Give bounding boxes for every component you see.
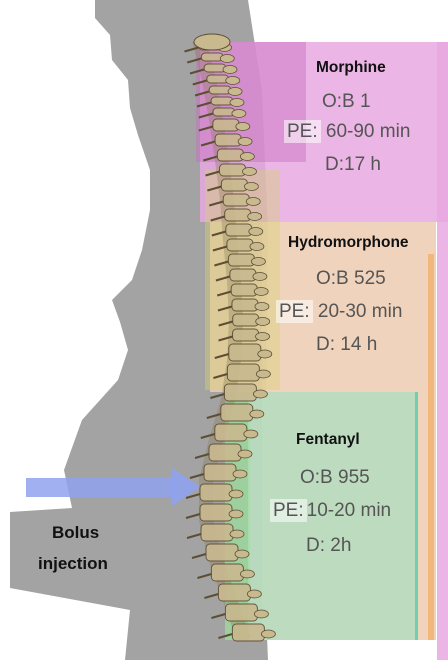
vertebra: [225, 209, 251, 221]
vertebra: [221, 404, 253, 421]
transverse-process: [230, 99, 244, 107]
morphine-duration: D:17 h: [325, 155, 381, 174]
transverse-process: [238, 138, 252, 146]
transverse-process: [223, 66, 237, 74]
vertebra: [209, 86, 231, 94]
transverse-process: [232, 110, 246, 118]
transverse-process: [254, 288, 268, 296]
hydromorphone-name: Hydromorphone: [288, 235, 409, 251]
vertebra: [209, 444, 241, 461]
transverse-process: [250, 243, 264, 251]
transverse-process: [251, 258, 265, 266]
transverse-process: [256, 370, 270, 378]
vertebra: [233, 329, 259, 341]
transverse-process: [240, 570, 254, 578]
vertebra: [200, 484, 232, 501]
transverse-process: [250, 410, 264, 418]
transverse-process: [229, 510, 243, 518]
vertebra: [227, 239, 253, 251]
transverse-process: [255, 303, 269, 311]
transverse-process: [244, 183, 258, 191]
transverse-process: [261, 630, 275, 638]
morphine-pe: PE: 60-90 min: [284, 122, 410, 141]
morphine-ob: O:B 1: [322, 92, 371, 111]
transverse-process: [238, 450, 252, 458]
vertebra: [211, 564, 243, 581]
hydromorphone-pe-value: 20-30 min: [318, 301, 403, 322]
vertebra: [211, 97, 233, 105]
vertebra: [213, 108, 235, 116]
hydromorphone-ob: O:B 525: [316, 269, 386, 288]
vertebra: [224, 384, 256, 401]
transverse-process: [243, 168, 257, 176]
morphine-name: Morphine: [316, 60, 386, 76]
morphine-pe-prefix: PE:: [284, 120, 321, 143]
transverse-process: [230, 530, 244, 538]
morphine-pe-value: 60-90 min: [326, 121, 411, 142]
transverse-process: [246, 198, 260, 206]
transverse-process: [258, 350, 272, 358]
transverse-process: [235, 550, 249, 558]
transverse-process: [220, 55, 234, 63]
vertebra: [232, 299, 258, 311]
vertebra: [220, 164, 246, 176]
vertebra: [228, 254, 254, 266]
vertebra: [226, 224, 252, 236]
transverse-process: [236, 123, 250, 131]
vertebra: [215, 424, 247, 441]
hydromorphone-duration: D: 14 h: [316, 335, 377, 354]
vertebra: [215, 134, 241, 146]
injection-label-line1: Bolus: [52, 524, 99, 541]
transverse-process: [233, 470, 247, 478]
fentanyl-zone-side: [415, 392, 418, 640]
transverse-process: [253, 273, 267, 281]
vertebra: [230, 269, 256, 281]
atlas-vertebra: [194, 34, 230, 50]
fentanyl-pe-prefix: PE:: [270, 499, 307, 522]
vertebra: [232, 624, 264, 641]
vertebra: [227, 364, 259, 381]
fentanyl-name: Fentanyl: [296, 432, 360, 448]
transverse-process: [248, 213, 262, 221]
vertebra: [225, 604, 257, 621]
vertebra: [200, 504, 232, 521]
hydromorphone-pe: PE: 20-30 min: [276, 302, 402, 321]
vertebra: [217, 149, 243, 161]
vertebra: [229, 344, 261, 361]
vertebra: [206, 544, 238, 561]
fentanyl-ob: O:B 955: [300, 468, 370, 487]
hydromorphone-zone-side: [428, 254, 434, 640]
transverse-process: [253, 390, 267, 398]
vertebra: [221, 179, 247, 191]
injection-label-line2: injection: [38, 555, 108, 572]
fentanyl-duration: D: 2h: [306, 536, 351, 555]
vertebra: [233, 314, 259, 326]
vertebra: [218, 584, 250, 601]
vertebra: [223, 194, 249, 206]
transverse-process: [256, 318, 270, 326]
vertebra: [201, 53, 223, 61]
transverse-process: [244, 430, 258, 438]
transverse-process: [247, 590, 261, 598]
vertebra: [231, 284, 257, 296]
morphine-zone-side: [437, 42, 448, 660]
vertebra: [201, 524, 233, 541]
transverse-process: [229, 490, 243, 498]
hydromorphone-pe-prefix: PE:: [276, 300, 313, 323]
vertebra: [204, 464, 236, 481]
transverse-process: [249, 228, 263, 236]
transverse-process: [254, 610, 268, 618]
transverse-process: [228, 88, 242, 96]
vertebra: [204, 64, 226, 72]
vertebra: [213, 119, 239, 131]
transverse-process: [226, 77, 240, 85]
transverse-process: [256, 333, 270, 341]
fentanyl-pe: PE:10-20 min: [270, 501, 391, 520]
vertebra: [207, 75, 229, 83]
fentanyl-pe-value: 10-20 min: [307, 500, 392, 521]
transverse-process: [240, 153, 254, 161]
